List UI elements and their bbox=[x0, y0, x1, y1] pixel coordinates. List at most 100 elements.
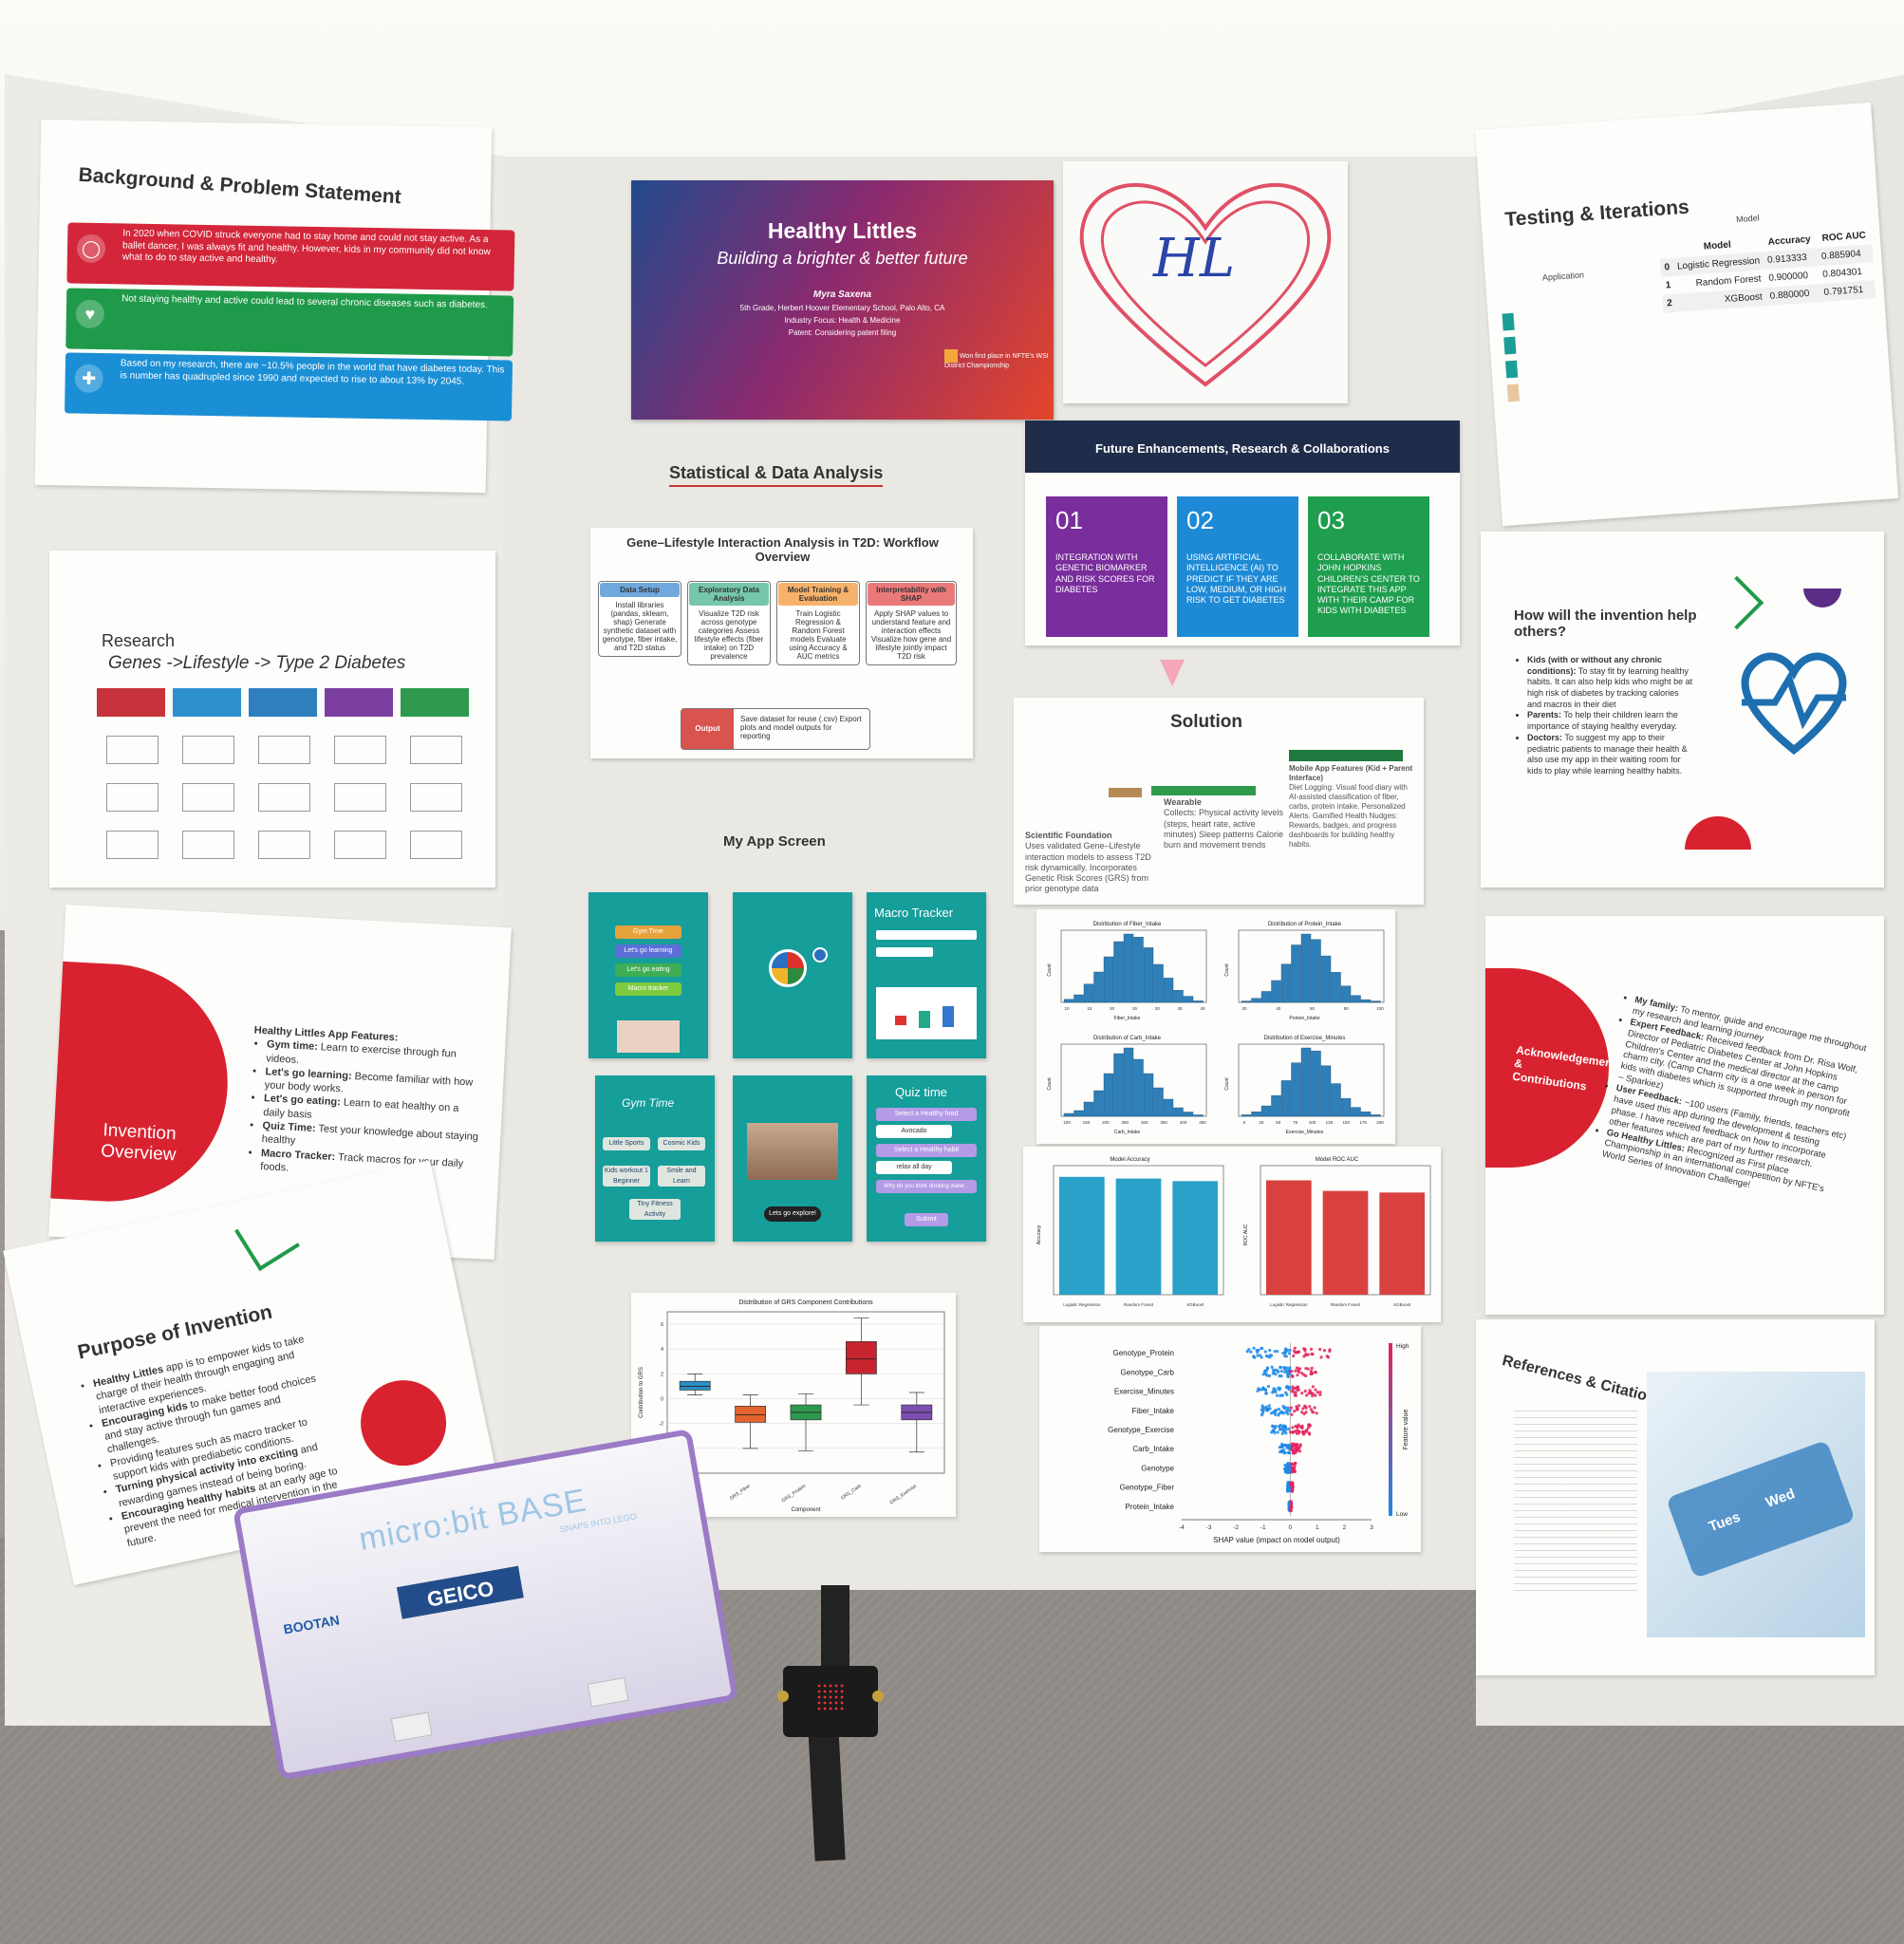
poster-patent: Patent: Considering patent filing bbox=[788, 328, 897, 337]
boxplot-title: Distribution of GRS Component Contributi… bbox=[738, 1299, 873, 1306]
research-flow-diagram bbox=[97, 679, 476, 869]
shap-point bbox=[1302, 1355, 1306, 1358]
hist-bar bbox=[1371, 1114, 1381, 1117]
shap-point bbox=[1297, 1367, 1301, 1371]
macro-food-select[interactable] bbox=[876, 930, 977, 940]
shap-point bbox=[1275, 1393, 1279, 1397]
shap-point bbox=[1315, 1411, 1318, 1415]
quiz-answer-1-select[interactable]: Avocado bbox=[876, 1125, 952, 1138]
shap-point bbox=[1284, 1411, 1288, 1414]
hist-ylabel: Count bbox=[1224, 963, 1230, 977]
shap-point bbox=[1265, 1409, 1269, 1412]
hist-bar bbox=[1260, 991, 1272, 1003]
research-poster: Research Genes ->Lifestyle -> Type 2 Dia… bbox=[49, 551, 495, 888]
shap-point bbox=[1249, 1350, 1253, 1354]
gym-time-button[interactable]: Gym Time bbox=[615, 925, 681, 939]
application-thumbnails bbox=[1502, 304, 1651, 408]
smile-and-learn-button[interactable]: Smile and Learn bbox=[658, 1166, 705, 1187]
quiz-submit-button[interactable]: Submit bbox=[905, 1213, 948, 1226]
shap-point bbox=[1282, 1429, 1286, 1433]
macro-qty-input[interactable] bbox=[876, 947, 933, 957]
shap-point bbox=[1306, 1353, 1310, 1356]
future-enhancements-sheet: Future Enhancements, Research & Collabor… bbox=[1025, 421, 1460, 645]
model-bar bbox=[1115, 1178, 1162, 1295]
lets-go-explore-button[interactable]: Lets go explore! bbox=[764, 1206, 821, 1222]
hist-bar bbox=[1351, 995, 1361, 1003]
lets-go-eating-button[interactable]: Let's go eating bbox=[615, 963, 681, 977]
invention-red-shape bbox=[50, 961, 234, 1207]
shap-point bbox=[1283, 1444, 1288, 1448]
future-heading-bar bbox=[1025, 421, 1460, 473]
shap-point bbox=[1313, 1370, 1317, 1374]
shap-point bbox=[1302, 1411, 1306, 1416]
red-circle-icon bbox=[352, 1372, 455, 1474]
hist-bar bbox=[1311, 1050, 1321, 1117]
heart-logo-icon bbox=[1079, 183, 1332, 387]
help-others-heading: How will the invention help others? bbox=[1514, 608, 1697, 640]
shap-point bbox=[1294, 1429, 1297, 1433]
macro-tracker-button[interactable]: Macro tracker bbox=[615, 982, 681, 996]
model-bar bbox=[1266, 1180, 1312, 1295]
hist-tick-label: 100 bbox=[1376, 1006, 1384, 1011]
shap-point bbox=[1311, 1393, 1315, 1398]
hist-bar bbox=[1123, 1047, 1134, 1117]
hist-tick-label: 35 bbox=[1178, 1006, 1184, 1011]
background-banner-2: ♥ Not staying healthy and active could l… bbox=[65, 288, 514, 357]
award-badge: Won first place in NFTE's WSI District C… bbox=[944, 349, 1049, 369]
hist-tick-label: 15 bbox=[1087, 1006, 1092, 1011]
hist-bar bbox=[1340, 985, 1352, 1003]
hist-bar bbox=[1153, 963, 1164, 1003]
shap-point bbox=[1284, 1347, 1288, 1351]
hist-tick-label: 200 bbox=[1102, 1120, 1110, 1125]
shap-xtick: -4 bbox=[1179, 1524, 1185, 1531]
shap-feature-label: Fiber_Intake bbox=[1132, 1407, 1175, 1415]
tiny-fitness-button[interactable]: Tiny Fitness Activity bbox=[629, 1199, 681, 1220]
hist-title: Distribution of Carb_Intake bbox=[1093, 1036, 1162, 1041]
shap-point bbox=[1256, 1354, 1260, 1357]
hist-bar bbox=[1360, 1112, 1372, 1117]
shap-point bbox=[1271, 1372, 1275, 1375]
heart-logo-sheet: HL bbox=[1063, 161, 1348, 403]
shap-point bbox=[1297, 1430, 1301, 1433]
green-triangle-icon bbox=[234, 1206, 300, 1272]
kids-photo bbox=[617, 1020, 680, 1053]
shap-point bbox=[1328, 1349, 1332, 1353]
hist-bar bbox=[1143, 947, 1154, 1003]
shap-point bbox=[1303, 1404, 1307, 1409]
shap-point bbox=[1290, 1390, 1294, 1393]
shap-point bbox=[1289, 1406, 1294, 1410]
boxplot-category-label: GRS_Protein bbox=[781, 1484, 808, 1505]
shap-point bbox=[1295, 1431, 1298, 1435]
boxplot-category-label: GRS_Carb bbox=[840, 1484, 863, 1502]
hist-tick-label: 400 bbox=[1180, 1120, 1187, 1125]
hist-bar bbox=[1360, 999, 1372, 1003]
shap-point bbox=[1287, 1451, 1292, 1455]
hist-bar bbox=[1193, 1114, 1204, 1117]
solution-step-1: Scientific Foundation Uses validated Gen… bbox=[1025, 831, 1151, 894]
shap-point bbox=[1300, 1430, 1305, 1434]
hist-bar bbox=[1340, 1098, 1352, 1117]
shap-point bbox=[1314, 1388, 1317, 1392]
hist-bar bbox=[1291, 1062, 1301, 1117]
shap-feature-label: Genotype_Exercise bbox=[1108, 1426, 1174, 1434]
pill-organizer-photo: Tues Wed bbox=[1647, 1372, 1865, 1637]
hist-xlabel: Fiber_Intake bbox=[1114, 1016, 1141, 1021]
shap-point bbox=[1316, 1391, 1319, 1394]
cosmic-kids-button[interactable]: Cosmic Kids bbox=[658, 1137, 705, 1150]
kids-workout-button[interactable]: Kids workout 1 Beginner bbox=[603, 1166, 650, 1187]
shap-point bbox=[1287, 1368, 1292, 1372]
shap-point bbox=[1288, 1445, 1292, 1449]
little-sports-button[interactable]: Little Sports bbox=[603, 1137, 650, 1150]
quiz-answer-2-select[interactable]: relax all day bbox=[876, 1161, 952, 1174]
shap-point bbox=[1284, 1350, 1288, 1355]
testing-heading: Testing & Iterations bbox=[1503, 196, 1690, 232]
shap-point bbox=[1285, 1469, 1289, 1474]
shap-point bbox=[1279, 1445, 1283, 1449]
shap-point bbox=[1295, 1442, 1298, 1447]
shap-xtick: -3 bbox=[1206, 1524, 1212, 1531]
shap-point bbox=[1296, 1425, 1299, 1429]
lets-go-learning-button[interactable]: Let's go learning bbox=[615, 944, 681, 958]
